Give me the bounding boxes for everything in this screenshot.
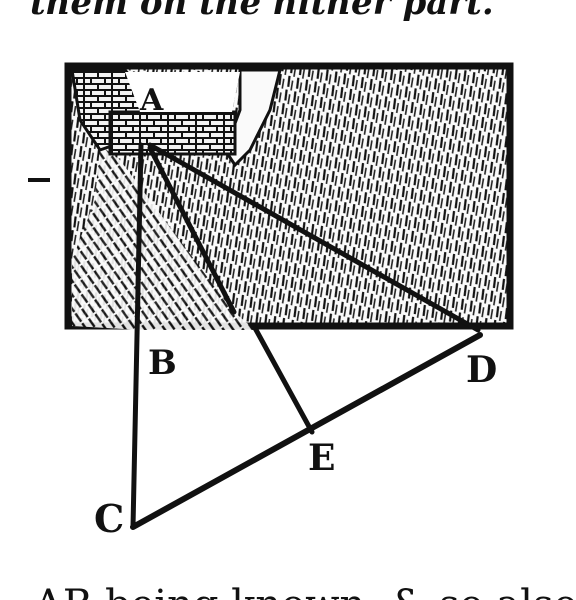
label-D: D <box>466 349 497 391</box>
label-C: C <box>94 496 124 541</box>
line-C-D <box>130 332 483 530</box>
brick-wall <box>108 110 237 156</box>
label-B: B <box>148 343 177 383</box>
label-E: E <box>308 437 335 479</box>
line-A-D <box>147 142 481 333</box>
header-text: them on the hither part. <box>30 0 494 23</box>
line-A-B <box>147 145 237 315</box>
footer-text: AB being known, & so also <box>33 582 576 600</box>
terrain-block <box>64 62 514 330</box>
label-A: A <box>139 83 164 118</box>
line-A-C <box>130 142 144 530</box>
construction-lines <box>130 142 483 530</box>
line-B-E <box>252 325 315 435</box>
